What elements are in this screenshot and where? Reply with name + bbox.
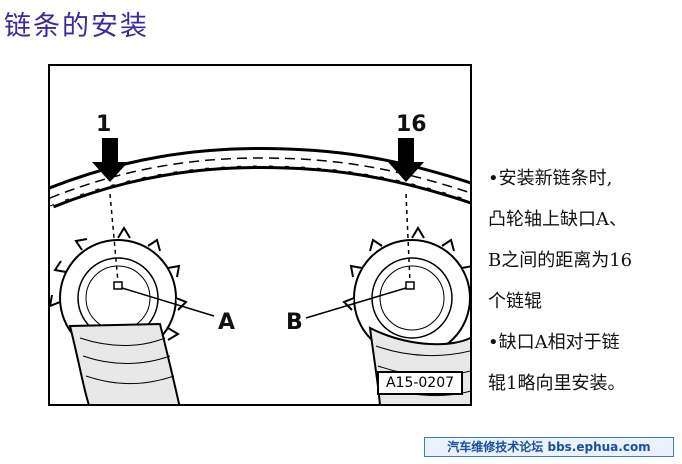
note-line: 凸轮轴上缺口A、 — [488, 209, 627, 230]
installation-notes: •安装新链条时, 凸轮轴上缺口A、 B之间的距离为16 个链辊 •缺口A相对于链… — [488, 158, 678, 404]
note-line: •安装新链条时, — [488, 168, 613, 189]
page-title: 链条的安装 — [4, 11, 149, 42]
left-camshaft — [50, 226, 188, 404]
alignment-lines — [109, 193, 411, 283]
left-sprocket-teeth — [50, 226, 188, 341]
chain-installation-diagram: 1 16 A B A15-0207 — [48, 64, 472, 406]
arrow-1-icon — [92, 138, 128, 182]
note-line: 辊1略向里安装。 — [488, 373, 626, 394]
notch-b-label: B — [286, 310, 303, 335]
arrow-16-icon — [388, 138, 424, 182]
notch-a-label: A — [218, 310, 236, 335]
note-line: B之间的距离为16 — [488, 250, 633, 271]
note-line: 个链辊 — [488, 291, 542, 312]
marker-16-label: 16 — [396, 112, 427, 137]
marker-1-label: 1 — [96, 112, 112, 137]
footer-watermark: 汽车维修技术论坛 bbs.ephua.com — [424, 437, 674, 457]
note-line: •缺口A相对于链 — [488, 332, 620, 353]
marker-arrows — [92, 138, 424, 182]
leader-lines — [121, 287, 407, 319]
figure-reference-code: A15-0207 — [377, 371, 463, 395]
